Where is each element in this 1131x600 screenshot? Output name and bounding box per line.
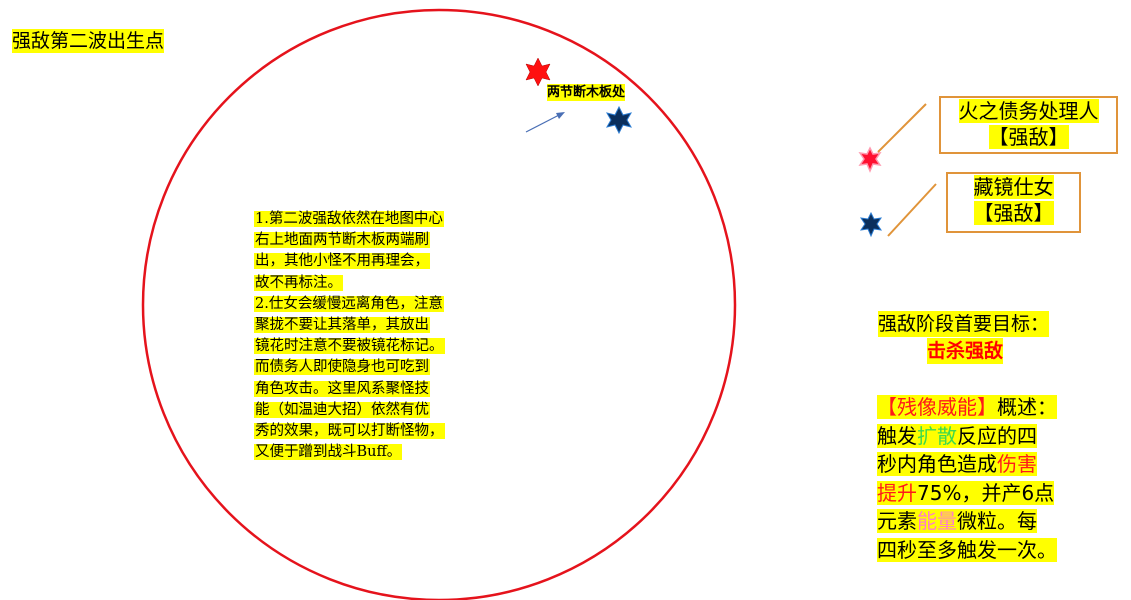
- note-line: 又便于蹭到战斗Buff。: [254, 444, 403, 461]
- note-line: 角色攻击。这里风系聚怪技: [254, 380, 430, 397]
- strategy-notes: 1.第二波强敌依然在地图中心 右上地面两节断木板两端刷 出，其他小怪不用再理会，…: [254, 209, 484, 463]
- summary-text: 四秒至多触发一次。: [877, 537, 1057, 562]
- legend-fire-connector: [877, 103, 927, 153]
- note-line: 1.第二波强敌依然在地图中心: [254, 211, 444, 227]
- note-line: 聚拢不要让其落单，其放出: [254, 317, 430, 334]
- note-line: 秀的效果，既可以打断怪物，: [254, 423, 445, 440]
- pointer-arrow: [525, 113, 562, 133]
- arrow-head-icon: [556, 112, 565, 119]
- summary-title-highlight: 【残像威能】: [877, 395, 997, 419]
- summary-text: 75%，并产6点: [917, 480, 1055, 505]
- summary-text: 秒内角色造成: [877, 452, 997, 476]
- legend-mirror-connector: [887, 183, 937, 237]
- page-title: 强敌第二波出生点: [12, 29, 165, 53]
- note-line: 故不再标注。: [254, 274, 343, 291]
- legend-fire-debt-collector: 火之债务处理人 【强敌】: [939, 96, 1118, 154]
- legend-mirror-tag: 【强敌】: [973, 201, 1054, 225]
- afterimage-power-summary: 【残像威能】概述： 触发扩散反应的四 秒内角色造成伤害 提升75%，并产6点 元…: [877, 393, 1087, 564]
- goal-target: 击杀强敌: [927, 338, 1004, 364]
- note-line: 右上地面两节断木板两端刷: [254, 232, 430, 249]
- summary-text: 微粒。每: [957, 509, 1037, 533]
- legend-mirror-star-icon: [859, 211, 883, 238]
- summary-energy-keyword: 能量: [917, 509, 957, 533]
- arena-circle: [141, 8, 737, 600]
- note-line: 出，其他小怪不用再理会，: [254, 253, 430, 270]
- note-line: 镜花时注意不要被镜花标记。: [254, 338, 445, 355]
- fire-debt-collector-star-icon: [525, 57, 551, 87]
- note-line: 2.仕女会缓慢远离角色，注意: [254, 295, 444, 312]
- note-line: 能（如温迪大招）依然有优: [254, 401, 430, 418]
- summary-text: 反应的四: [957, 423, 1037, 448]
- legend-mirror-maiden: 藏镜仕女 【强敌】: [946, 172, 1081, 233]
- goal-label: 强敌阶段首要目标：: [878, 311, 1050, 337]
- mirror-maiden-star-icon: [605, 105, 633, 135]
- legend-fire-name: 火之债务处理人: [958, 99, 1099, 123]
- legend-mirror-name: 藏镜仕女: [973, 175, 1054, 199]
- summary-damage-keyword: 伤害: [997, 452, 1037, 476]
- legend-fire-tag: 【强敌】: [988, 125, 1069, 149]
- summary-title: 概述：: [997, 395, 1057, 419]
- legend-fire-star-icon: [858, 146, 882, 173]
- summary-increase-keyword: 提升: [877, 480, 917, 505]
- summary-text: 元素: [877, 509, 917, 533]
- summary-text: 触发: [877, 423, 917, 448]
- summary-swirl-keyword: 扩散: [917, 423, 957, 448]
- note-line: 而债务人即使隐身也可吃到: [254, 359, 430, 376]
- broken-plank-label: 两节断木板处: [547, 84, 626, 101]
